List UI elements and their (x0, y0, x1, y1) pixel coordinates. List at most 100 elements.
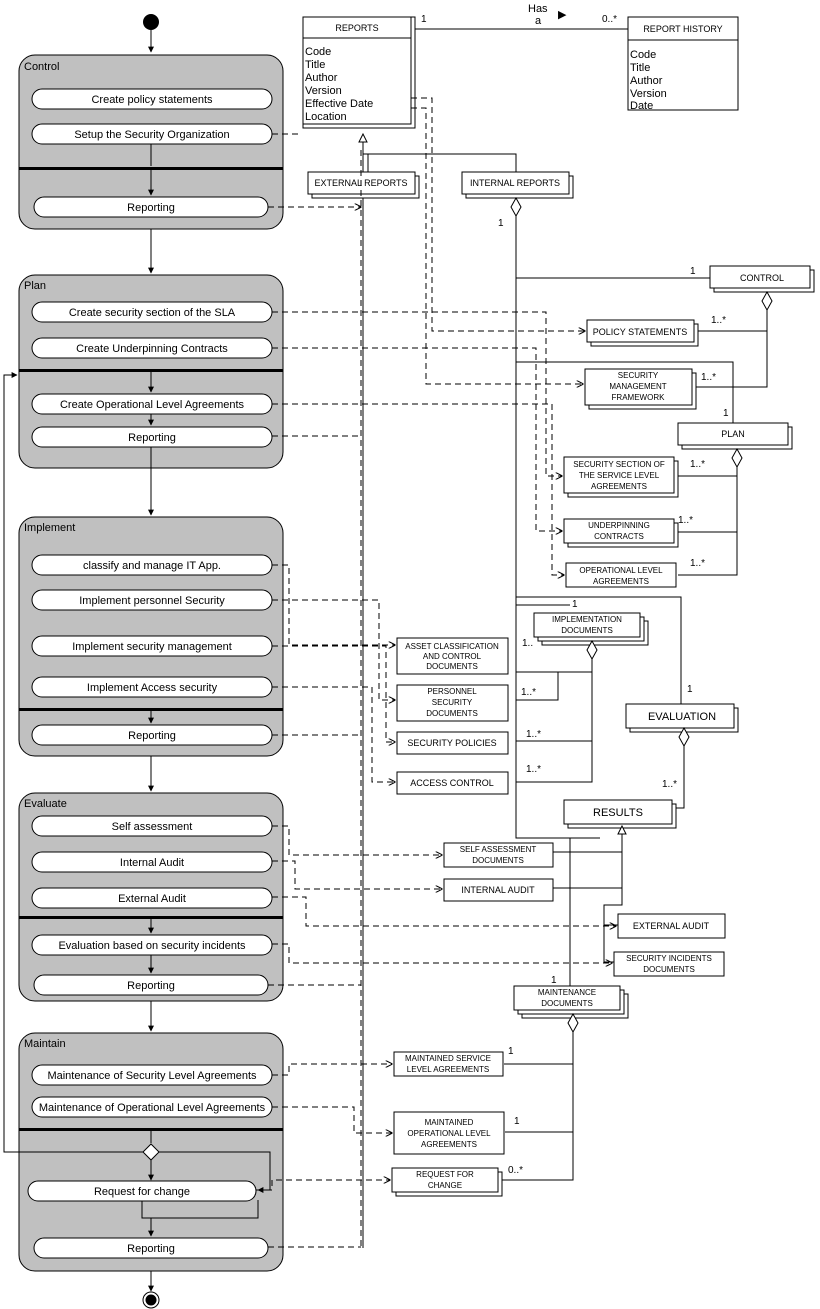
svg-text:CONTROL: CONTROL (740, 273, 784, 283)
class-self-assessment-documents: SELF ASSESSMENT DOCUMENTS (443, 842, 554, 868)
lane-control: Control Create policy statements Setup t… (18, 54, 284, 230)
class-evaluation: EVALUATION (625, 703, 739, 733)
activity-self-assessment[interactable]: Self assessment (31, 815, 273, 837)
svg-text:DOCUMENTS: DOCUMENTS (561, 626, 613, 635)
svg-text:Setup the Security Organizatio: Setup the Security Organization (74, 129, 229, 141)
class-underpinning-contracts: UNDERPINNING CONTRACTS (563, 518, 679, 548)
svg-text:1..: 1.. (522, 638, 533, 649)
class-personnel-security: PERSONNEL SECURITY DOCUMENTS (396, 684, 509, 722)
svg-text:Implement security management: Implement security management (72, 641, 232, 653)
svg-text:MANAGEMENT: MANAGEMENT (609, 382, 666, 391)
activity-setup-security-organization[interactable]: Setup the Security Organization (31, 123, 273, 145)
svg-text:Reporting: Reporting (127, 202, 175, 214)
activity-create-security-section-sla[interactable]: Create security section of the SLA (31, 301, 273, 323)
svg-text:1..*: 1..* (701, 372, 716, 383)
association-arrow: ▶ (558, 9, 567, 21)
lane-maintain: Maintain Maintenance of Security Level A… (18, 1032, 284, 1272)
svg-text:SECURITY POLICIES: SECURITY POLICIES (407, 738, 496, 748)
svg-text:AND CONTROL: AND CONTROL (423, 652, 482, 661)
svg-text:UNDERPINNING: UNDERPINNING (588, 521, 650, 530)
svg-text:DOCUMENTS: DOCUMENTS (426, 662, 478, 671)
svg-text:DOCUMENTS: DOCUMENTS (541, 999, 593, 1008)
activity-maintenance-ola[interactable]: Maintenance of Operational Level Agreeme… (31, 1096, 273, 1118)
svg-text:0..*: 0..* (602, 14, 617, 25)
class-external-audit: EXTERNAL AUDIT (617, 913, 726, 939)
svg-text:1..*: 1..* (521, 687, 536, 698)
svg-text:1..*: 1..* (526, 729, 541, 740)
svg-text:Code: Code (630, 49, 656, 61)
svg-text:Effective Date: Effective Date (305, 98, 373, 110)
svg-text:MAINTENANCE: MAINTENANCE (538, 988, 596, 997)
svg-text:Reporting: Reporting (127, 980, 175, 992)
class-security-section-sla: SECURITY SECTION OF THE SERVICE LEVEL AG… (563, 456, 679, 498)
svg-text:REPORT HISTORY: REPORT HISTORY (643, 24, 722, 34)
class-security-policies: SECURITY POLICIES (396, 731, 509, 755)
svg-text:SELF ASSESSMENT: SELF ASSESSMENT (460, 845, 537, 854)
svg-text:AGREEMENTS: AGREEMENTS (593, 577, 649, 586)
activity-plan-reporting[interactable]: Reporting (31, 426, 273, 448)
svg-text:Create Operational Level Agree: Create Operational Level Agreements (60, 399, 245, 411)
svg-text:1..*: 1..* (690, 558, 705, 569)
activity-create-policy-statements[interactable]: Create policy statements (31, 88, 273, 110)
class-implementation-documents: IMPLEMENTATION DOCUMENTS (533, 612, 649, 646)
association-label-has: Has (528, 3, 548, 15)
svg-text:1: 1 (687, 684, 693, 695)
svg-text:DOCUMENTS: DOCUMENTS (426, 709, 478, 718)
activity-external-audit[interactable]: External Audit (31, 887, 273, 909)
svg-text:Reporting: Reporting (128, 730, 176, 742)
activity-create-ola[interactable]: Create Operational Level Agreements (31, 393, 273, 415)
lane-control-title: Control (24, 61, 59, 73)
svg-text:Reporting: Reporting (128, 432, 176, 444)
activity-maintenance-sla[interactable]: Maintenance of Security Level Agreements (31, 1064, 273, 1086)
activity-request-for-change[interactable]: Request for change (27, 1180, 257, 1202)
svg-text:1: 1 (421, 14, 427, 25)
svg-text:Implement personnel Security: Implement personnel Security (79, 595, 225, 607)
class-security-incidents-documents: SECURITY INCIDENTS DOCUMENTS (613, 951, 725, 977)
svg-text:OPERATIONAL LEVEL: OPERATIONAL LEVEL (407, 1129, 491, 1138)
activity-implement-security-management[interactable]: Implement security management (31, 635, 273, 657)
class-maintained-ola: MAINTAINED OPERATIONAL LEVEL AGREEMENTS (393, 1111, 505, 1155)
class-internal-reports: INTERNAL REPORTS (461, 171, 574, 199)
class-control: CONTROL (709, 265, 815, 293)
class-request-for-change: REQUEST FOR CHANGE (391, 1167, 503, 1197)
svg-text:EXTERNAL AUDIT: EXTERNAL AUDIT (633, 921, 710, 931)
svg-text:CHANGE: CHANGE (428, 1181, 462, 1190)
svg-text:1: 1 (514, 1116, 520, 1127)
svg-text:1..*: 1..* (678, 515, 693, 526)
svg-text:Date: Date (630, 100, 653, 112)
activity-implement-access-security[interactable]: Implement Access security (31, 676, 273, 698)
svg-text:REQUEST FOR: REQUEST FOR (416, 1170, 474, 1179)
svg-text:SECURITY SECTION OF: SECURITY SECTION OF (573, 460, 665, 469)
svg-text:1..*: 1..* (526, 764, 541, 775)
svg-text:DOCUMENTS: DOCUMENTS (472, 856, 524, 865)
activity-evaluate-reporting[interactable]: Reporting (33, 974, 269, 996)
activity-evaluation-security-incidents[interactable]: Evaluation based on security incidents (31, 934, 273, 956)
activity-internal-audit[interactable]: Internal Audit (31, 851, 273, 873)
svg-text:IMPLEMENTATION: IMPLEMENTATION (552, 615, 622, 624)
lane-plan-title: Plan (24, 280, 46, 292)
activity-classify-it-app[interactable]: classify and manage IT App. (31, 554, 273, 576)
svg-text:Version: Version (305, 85, 342, 97)
class-plan: PLAN (677, 422, 793, 450)
activity-control-reporting[interactable]: Reporting (33, 196, 269, 218)
association-label-a: a (535, 15, 542, 27)
svg-text:INTERNAL AUDIT: INTERNAL AUDIT (461, 885, 535, 895)
activity-implement-personnel-security[interactable]: Implement personnel Security (31, 589, 273, 611)
lane-evaluate-title: Evaluate (24, 798, 67, 810)
svg-text:Evaluation based on security i: Evaluation based on security incidents (58, 940, 246, 952)
svg-text:Create security section of the: Create security section of the SLA (69, 307, 236, 319)
activity-create-underpinning-contracts[interactable]: Create Underpinning Contracts (31, 337, 273, 359)
class-access-control: ACCESS CONTROL (396, 771, 509, 795)
lane-evaluate: Evaluate Self assessment Internal Audit … (18, 792, 284, 1002)
class-report-history: REPORT HISTORY Code Title Author Version… (627, 16, 739, 112)
svg-text:Internal Audit: Internal Audit (120, 857, 184, 869)
svg-text:REPORTS: REPORTS (335, 23, 378, 33)
lane-implement: Implement classify and manage IT App. Im… (18, 516, 284, 757)
activity-maintain-reporting[interactable]: Reporting (33, 1237, 269, 1259)
class-reports: REPORTS Code Title Author Version Effect… (302, 16, 416, 129)
svg-text:EVALUATION: EVALUATION (648, 711, 716, 723)
svg-text:Implement Access security: Implement Access security (87, 682, 218, 694)
activity-implement-reporting[interactable]: Reporting (31, 724, 273, 746)
svg-text:Create Underpinning Contracts: Create Underpinning Contracts (76, 343, 228, 355)
class-operational-level-agreements: OPERATIONAL LEVEL AGREEMENTS (565, 562, 677, 588)
